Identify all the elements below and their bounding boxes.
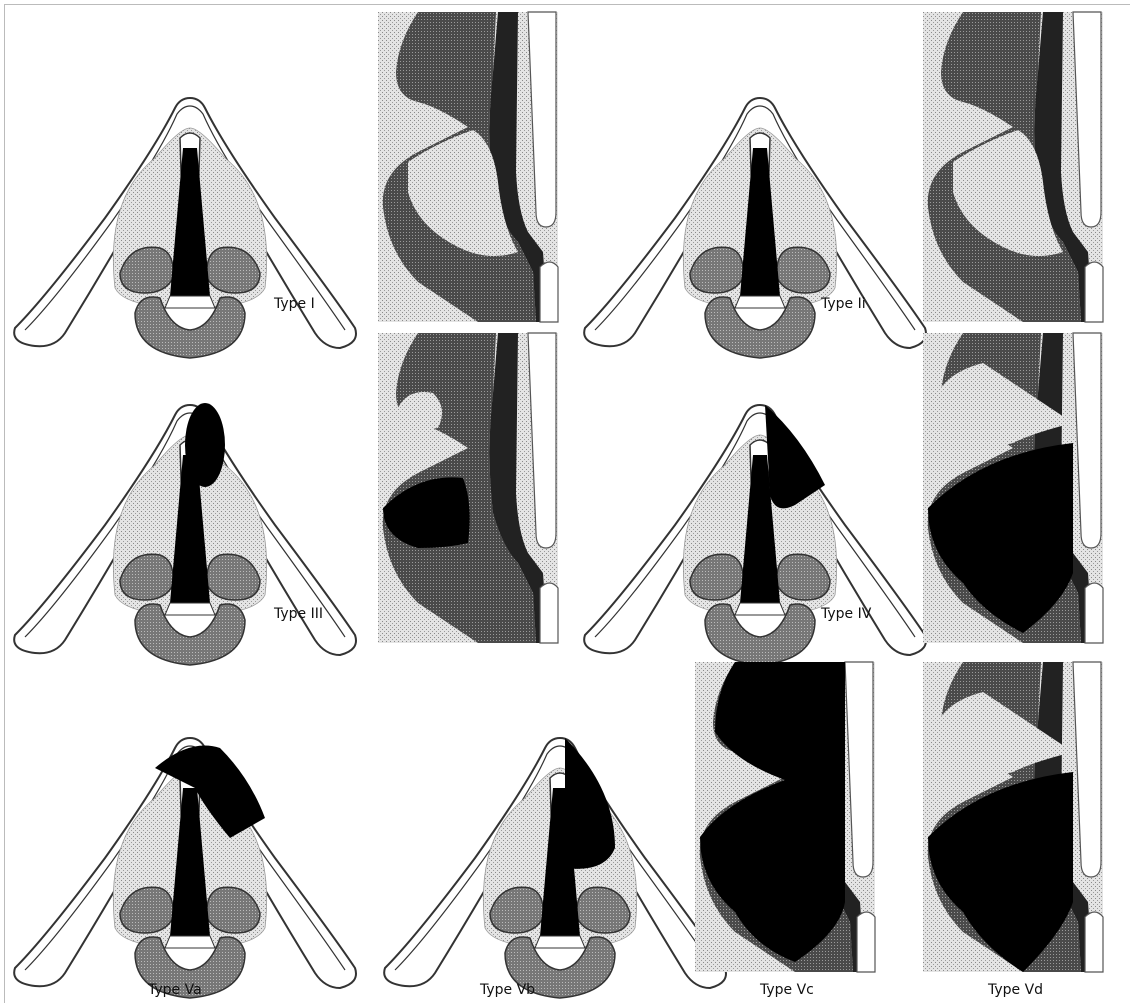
label-type-2: Type Ii (821, 296, 866, 312)
sagittal-diagram-type-4 (923, 333, 1103, 643)
sagittal-diagram-type-5c (695, 662, 875, 972)
axial-diagram-type-3 (14, 403, 356, 665)
axial-diagram-type-5b (384, 738, 726, 998)
label-type-5b: Type Vb (480, 982, 535, 998)
sagittal-diagram-type-2 (923, 12, 1103, 322)
axial-diagram-type-4 (584, 405, 926, 665)
label-type-5a: Type Va (148, 982, 202, 998)
sagittal-diagram-type-1 (378, 12, 558, 322)
label-type-4: Type IV (821, 606, 871, 622)
axial-diagram-type-2 (584, 98, 926, 358)
label-type-3: Type III (274, 606, 323, 622)
sagittal-diagram-type-5d (923, 662, 1103, 972)
label-type-1: Type I (274, 296, 315, 312)
axial-diagram-type-1 (14, 98, 356, 358)
sagittal-diagram-type-3 (378, 333, 558, 643)
label-type-5c: Type Vc (760, 982, 814, 998)
label-type-5d: Type Vd (988, 982, 1043, 998)
axial-diagram-type-5a (14, 738, 356, 998)
